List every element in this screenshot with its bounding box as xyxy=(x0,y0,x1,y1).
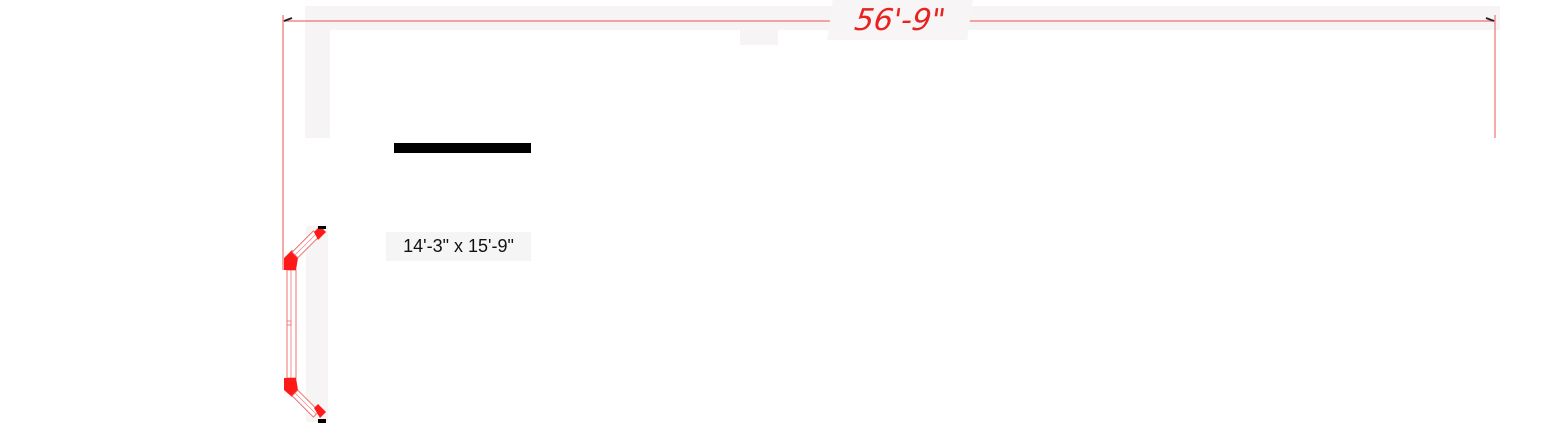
bay-window[interactable] xyxy=(284,226,326,423)
overall-width-dimension: 56'-9" xyxy=(827,0,973,40)
dimension-line xyxy=(282,15,1496,270)
room-size-label: 14'-3" x 15'-9" xyxy=(386,232,531,261)
wall-shading xyxy=(305,6,1500,422)
wall-segment xyxy=(394,143,531,153)
